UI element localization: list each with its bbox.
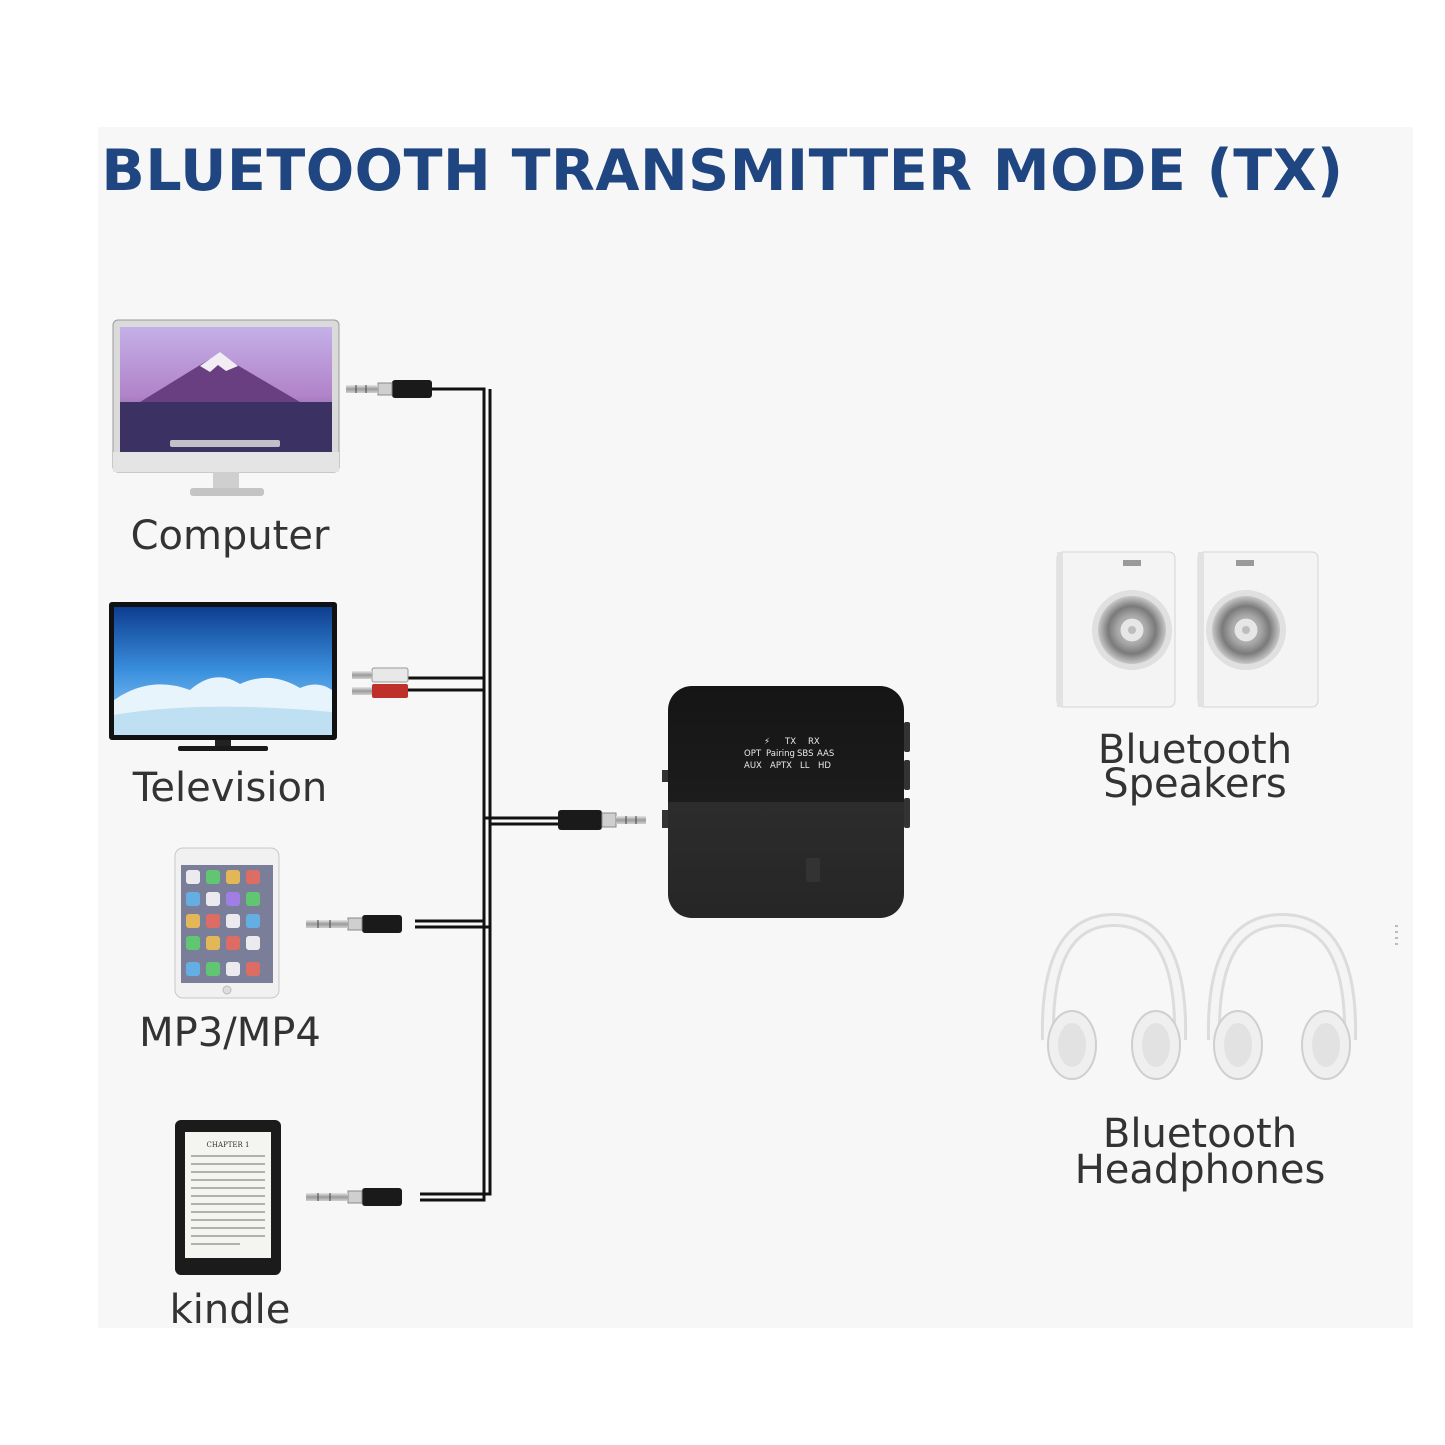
label-headphones-line2: Headphones [1074, 1147, 1326, 1193]
led-aas: AAS [817, 749, 834, 759]
audio-jack-plug [306, 1188, 402, 1206]
tablet-icon [174, 847, 280, 999]
led-aux: AUX [744, 761, 762, 771]
label-television: Television [132, 765, 328, 811]
decorative-dots [1395, 925, 1398, 945]
led-tx: TX [784, 737, 796, 747]
headphones-left-icon [1040, 912, 1188, 1080]
ereader-chapter-heading: CHAPTER 1 [207, 1141, 250, 1149]
led-rx: RX [808, 737, 820, 747]
label-computer: Computer [130, 513, 330, 559]
label-headphones-line1: Bluetooth [1102, 1111, 1298, 1157]
cable-bus [408, 387, 560, 1202]
label-kindle: kindle [169, 1287, 291, 1333]
led-ll: LL [800, 761, 810, 771]
led-aptx: APTX [770, 761, 792, 771]
led-hd: HD [818, 761, 831, 771]
transmitter-input-plug [558, 810, 646, 830]
label-mp3-mp4: MP3/MP4 [139, 1010, 321, 1056]
computer-icon [112, 319, 340, 496]
led-sbs: SBS [797, 749, 813, 759]
led-pairing: Pairing [766, 749, 795, 759]
label-speakers-line1: Bluetooth [1097, 727, 1293, 773]
speaker-left-icon [1056, 551, 1176, 708]
television-icon [109, 602, 337, 751]
audio-jack-plug [306, 915, 402, 933]
bluetooth-transmitter-device: ⚡ TX RX OPT Pairing SBS AAS AUX APTX LL … [662, 686, 910, 918]
rca-plugs [352, 667, 409, 698]
audio-jack-plug [346, 380, 432, 398]
label-speakers-line2: Speakers [1103, 761, 1287, 807]
headphones-right-icon [1206, 912, 1358, 1080]
page-title: BLUETOOTH TRANSMITTER MODE (TX) [101, 138, 1344, 204]
ereader-icon: CHAPTER 1 [175, 1120, 281, 1275]
bolt-icon: ⚡ [764, 737, 770, 747]
led-opt: OPT [744, 749, 762, 759]
speaker-right-icon [1197, 551, 1319, 708]
